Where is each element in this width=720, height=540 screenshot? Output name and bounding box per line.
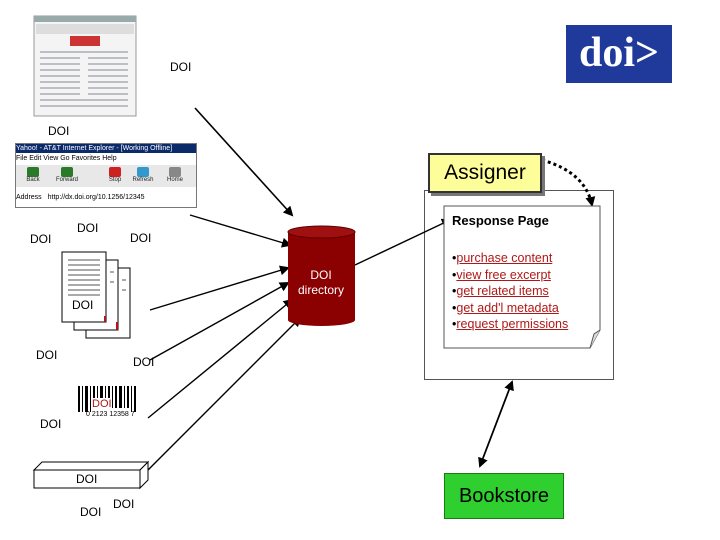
home-icon	[169, 167, 181, 177]
browser-window: Yahoo! - AT&T Internet Explorer - [Worki…	[15, 143, 197, 208]
doi-label-mid-b: DOI	[130, 231, 152, 245]
bookstore-box: Bookstore	[444, 473, 564, 519]
option-view-excerpt[interactable]: view free excerpt	[452, 267, 568, 284]
forward-button[interactable]: Forward	[54, 167, 80, 185]
option-related-items[interactable]: get related items	[452, 283, 568, 300]
arrow-docs-to-directory-2	[149, 282, 290, 361]
response-page-title: Response Page	[452, 213, 549, 228]
response-page-fold	[589, 329, 601, 349]
doi-label-left-top: DOI	[30, 232, 52, 246]
address-value: http://dx.doi.org/10.1256/12345	[47, 194, 145, 201]
stop-button[interactable]: Stop	[102, 167, 128, 185]
doi-label-docs: DOI	[72, 298, 94, 312]
doi-label-bottom-a: DOI	[80, 505, 102, 519]
arrow-assigner-dotted	[541, 158, 596, 207]
doi-label-bottom-b: DOI	[113, 497, 135, 511]
doi-label-right-low: DOI	[133, 355, 155, 369]
home-button[interactable]: Home	[162, 167, 188, 185]
arrow-box-to-directory	[139, 316, 302, 479]
option-label: request permissions	[456, 317, 569, 331]
refresh-button[interactable]: Refresh	[130, 167, 156, 185]
directory-label-line2: directory	[297, 283, 344, 297]
arrow-docs-to-directory	[149, 265, 290, 311]
back-button[interactable]: Back	[20, 167, 46, 185]
stop-label: Stop	[108, 177, 122, 183]
option-purchase-content[interactable]: purchase content	[452, 250, 568, 267]
refresh-label: Refresh	[132, 177, 154, 183]
back-label: Back	[26, 177, 40, 183]
arrow-directory-to-response	[354, 218, 452, 266]
address-label: Address	[16, 194, 42, 201]
doi-label-browser: DOI	[48, 124, 70, 138]
assigner-box: Assigner	[428, 153, 542, 193]
browser-menu: File Edit View Go Favorites Help	[16, 155, 117, 162]
doi-label-barcode: DOI	[92, 398, 112, 410]
directory-label-line1: DOI	[310, 268, 332, 282]
home-label: Home	[166, 177, 183, 183]
browser-title: Yahoo! - AT&T Internet Explorer - [Worki…	[16, 144, 196, 153]
forward-label: Forward	[55, 177, 78, 183]
arrow-barcode-to-directory	[147, 298, 294, 419]
arrow-web-to-directory	[194, 107, 294, 217]
option-label: purchase content	[456, 251, 553, 265]
option-metadata[interactable]: get add'l metadata	[452, 300, 568, 317]
refresh-icon	[137, 167, 149, 177]
webpage-thumbnail	[33, 15, 137, 117]
forward-icon	[61, 167, 73, 177]
option-label: get related items	[456, 284, 549, 298]
barcode	[78, 386, 136, 412]
browser-address-bar[interactable]: Address http://dx.doi.org/10.1256/12345	[16, 192, 196, 204]
doi-logo: doi>	[566, 25, 672, 83]
option-label: get add'l metadata	[456, 300, 559, 315]
option-permissions[interactable]: request permissions	[452, 316, 568, 333]
doi-label-left-bottom: DOI	[40, 417, 62, 431]
back-icon	[27, 167, 39, 177]
doi-label-mid-a: DOI	[77, 221, 99, 235]
response-options-list: purchase content view free excerpt get r…	[452, 250, 568, 333]
doi-label-box: DOI	[76, 472, 98, 486]
doi-label-webpage: DOI	[170, 60, 192, 74]
browser-toolbar: Back Forward Stop Refresh Home	[16, 165, 196, 187]
directory-label: DOI directory	[290, 268, 352, 298]
directory-cylinder	[287, 225, 356, 326]
document-stack	[61, 251, 131, 339]
physical-box	[32, 460, 150, 490]
option-label: view free excerpt	[456, 267, 551, 282]
stop-icon	[109, 167, 121, 177]
doi-label-left-low: DOI	[36, 348, 58, 362]
barcode-digits: 0 2123 12358 7	[86, 411, 135, 418]
arrow-browser-to-directory	[189, 214, 292, 248]
arrow-bookstore-response	[479, 380, 514, 467]
